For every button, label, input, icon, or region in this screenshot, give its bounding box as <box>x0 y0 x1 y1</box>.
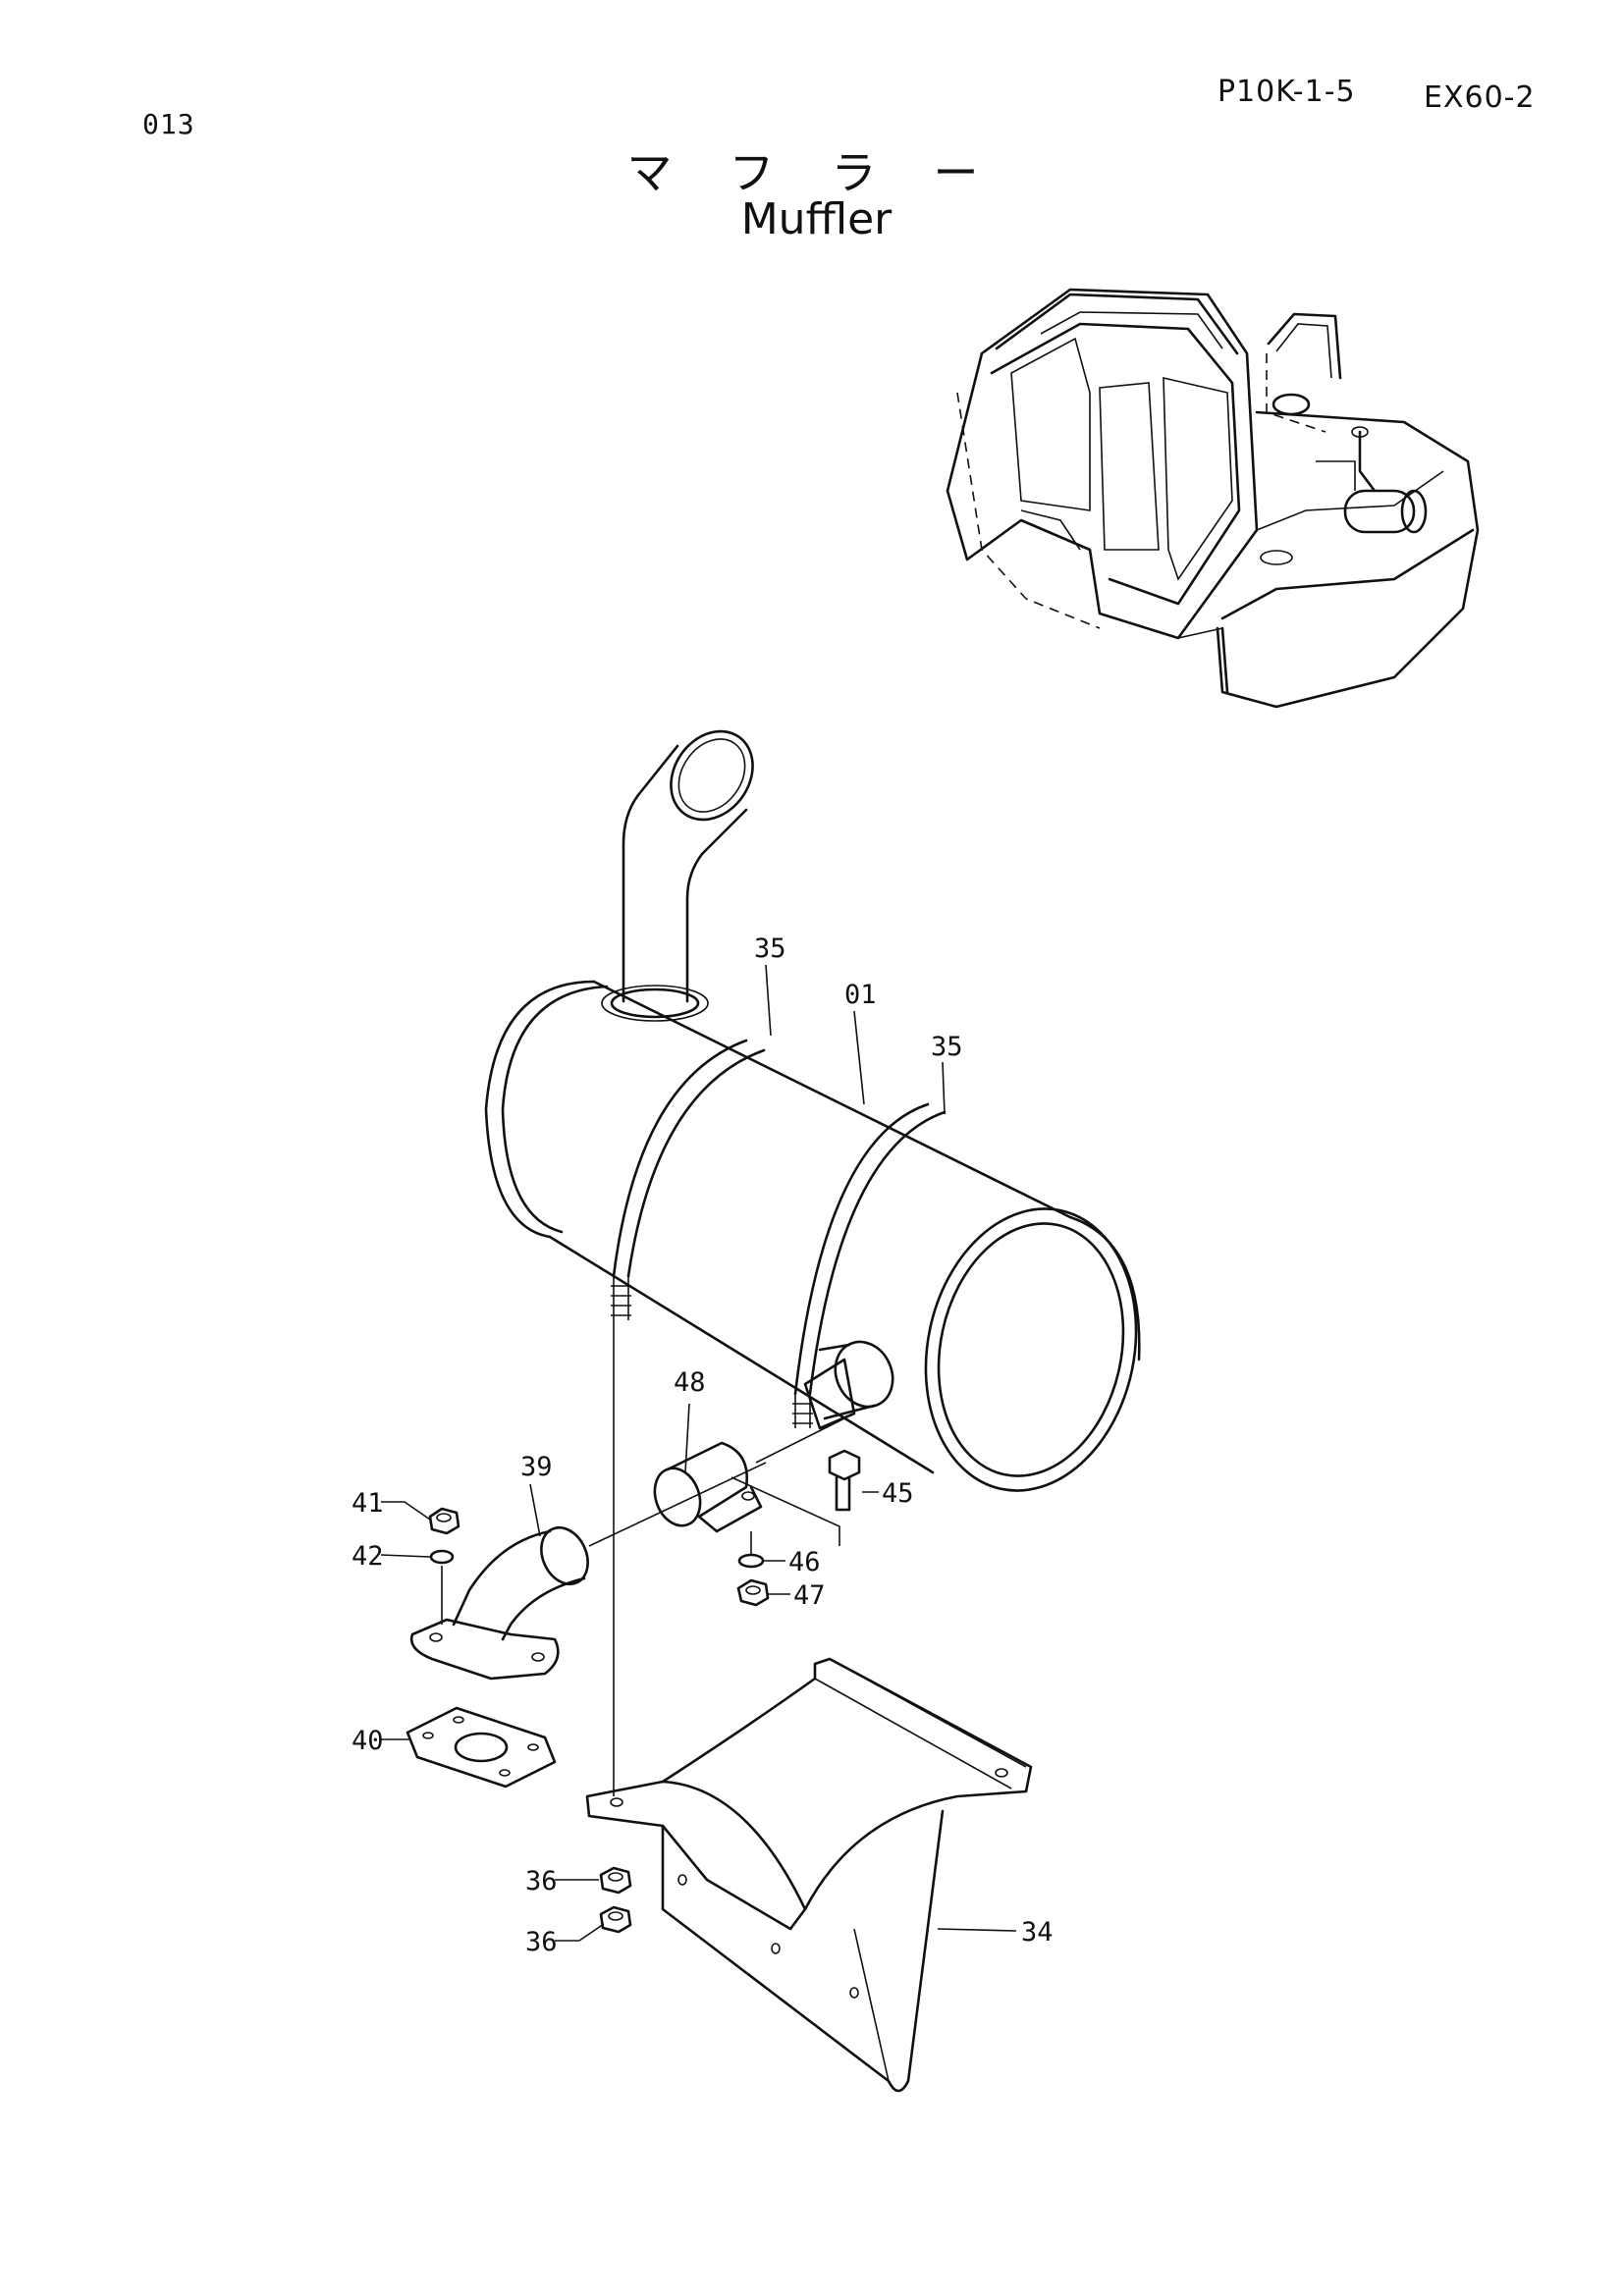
callout-36-upper: 36 <box>525 1866 558 1896</box>
callout-47: 47 <box>793 1580 826 1611</box>
nut-part-47 <box>736 1578 770 1607</box>
clamp-part-48 <box>653 1417 845 1546</box>
nut-part-41 <box>428 1507 460 1535</box>
nut-part-36-upper <box>599 1866 632 1895</box>
page-number: 013 <box>142 108 195 140</box>
title-japanese: マフラー <box>626 146 1036 199</box>
callout-41: 41 <box>352 1488 384 1519</box>
muffler-body <box>484 980 1141 1492</box>
exhaust-stack <box>601 729 754 1022</box>
washer-part-42 <box>429 1549 455 1625</box>
bolt-part-45 <box>828 1449 861 1512</box>
callout-35-upper: 35 <box>754 934 786 964</box>
title-english: Muffler <box>740 194 893 244</box>
leader-lines <box>380 964 1017 1942</box>
drawing-reference: P10K-1-5 <box>1217 75 1356 109</box>
callout-36-lower: 36 <box>525 1927 558 1957</box>
callout-45: 45 <box>882 1478 914 1509</box>
callout-40: 40 <box>352 1726 384 1756</box>
callout-42: 42 <box>352 1541 384 1572</box>
bracket-part-34 <box>585 1657 1033 2093</box>
callout-46: 46 <box>788 1547 821 1577</box>
callout-01: 01 <box>844 980 877 1010</box>
washer-part-46 <box>737 1531 765 1569</box>
gasket-part-40 <box>406 1706 557 1789</box>
nut-part-36-lower <box>599 1905 632 1934</box>
callout-labels: 35 01 35 48 39 41 42 45 46 47 40 36 36 3… <box>352 934 1054 1957</box>
callout-39: 39 <box>520 1452 553 1482</box>
elbow-pipe-part-39 <box>409 1462 767 1681</box>
excavator-location-inset <box>946 288 1480 709</box>
callout-34: 34 <box>1021 1917 1054 1948</box>
inset-muffler <box>1271 393 1428 534</box>
callout-35-right: 35 <box>931 1032 963 1062</box>
model-number: EX60-2 <box>1424 80 1536 115</box>
callout-48: 48 <box>674 1367 706 1398</box>
